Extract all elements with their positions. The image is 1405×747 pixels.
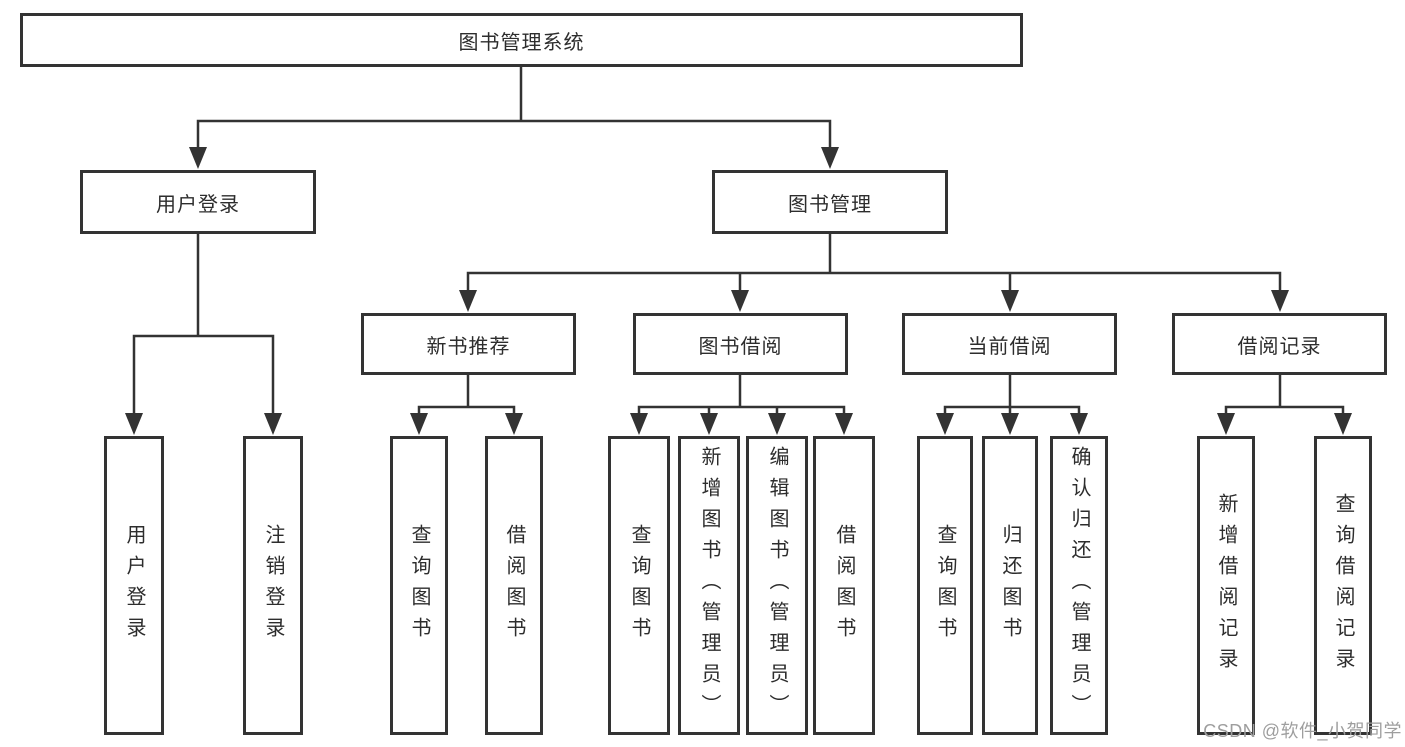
node-book-management-label: 图书管理 [788, 193, 872, 216]
node-user-login-label: 用户登录 [156, 193, 240, 216]
node-book-borrowing-label: 图书借阅 [698, 335, 783, 358]
arrowheads [125, 147, 1352, 435]
connector-path [132, 65, 1345, 417]
leaf-query-books-borrow-label: 查询图书 [628, 523, 650, 648]
leaf-return-books: 归还图书 [982, 436, 1038, 735]
node-book-management: 图书管理 [712, 170, 948, 234]
leaf-borrow-books-newbook-label: 借阅图书 [503, 523, 525, 648]
node-new-book-recommend-label: 新书推荐 [426, 335, 511, 358]
leaf-query-books-current: 查询图书 [917, 436, 973, 735]
leaf-user-login-label: 用户登录 [123, 523, 145, 648]
node-borrow-records: 借阅记录 [1172, 313, 1387, 375]
leaf-query-books-newbook: 查询图书 [390, 436, 448, 735]
node-borrow-records-label: 借阅记录 [1237, 335, 1322, 358]
leaf-borrow-books-label: 借阅图书 [833, 523, 855, 648]
csdn-watermark: CSDN @软件_小贺同学 [1203, 721, 1402, 741]
leaf-query-books-borrow: 查询图书 [608, 436, 670, 735]
leaf-add-borrow-record: 新增借阅记录 [1197, 436, 1255, 735]
leaf-borrow-books-newbook: 借阅图书 [485, 436, 543, 735]
node-user-login: 用户登录 [80, 170, 316, 234]
node-current-borrowing-label: 当前借阅 [967, 335, 1052, 358]
node-root: 图书管理系统 [20, 13, 1023, 67]
node-new-book-recommend: 新书推荐 [361, 313, 576, 375]
node-book-borrowing: 图书借阅 [633, 313, 848, 375]
leaf-logout-label: 注销登录 [262, 523, 284, 648]
leaf-query-borrow-record: 查询借阅记录 [1314, 436, 1372, 735]
leaf-edit-books-admin: 编辑图书（管理员） [746, 436, 808, 735]
leaf-query-books-current-label: 查询图书 [934, 523, 956, 648]
leaf-query-books-newbook-label: 查询图书 [408, 523, 430, 648]
leaf-confirm-return-admin-label: 确认归还（管理员） [1068, 446, 1090, 725]
leaf-add-books-admin: 新增图书（管理员） [678, 436, 740, 735]
leaf-user-login: 用户登录 [104, 436, 164, 735]
leaf-add-borrow-record-label: 新增借阅记录 [1215, 492, 1237, 679]
leaf-edit-books-admin-label: 编辑图书（管理员） [766, 446, 788, 725]
leaf-add-books-admin-label: 新增图书（管理员） [698, 446, 720, 725]
leaf-return-books-label: 归还图书 [999, 523, 1021, 648]
node-root-label: 图书管理系统 [458, 31, 585, 54]
leaf-logout: 注销登录 [243, 436, 303, 735]
leaf-confirm-return-admin: 确认归还（管理员） [1050, 436, 1108, 735]
leaf-query-borrow-record-label: 查询借阅记录 [1332, 492, 1354, 679]
node-current-borrowing: 当前借阅 [902, 313, 1117, 375]
leaf-borrow-books: 借阅图书 [813, 436, 875, 735]
